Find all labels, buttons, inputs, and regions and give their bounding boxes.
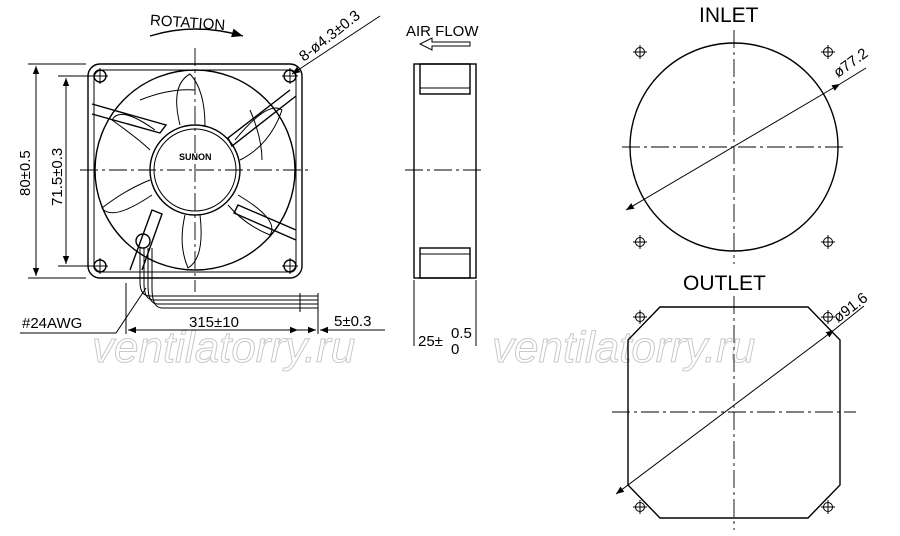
- inlet-title: INLET: [699, 4, 759, 27]
- wire-gauge-label: #24AWG: [22, 315, 82, 332]
- outlet-view: OUTLET ø91.6: [612, 272, 871, 530]
- dim-outer-label: 80±0.5: [17, 150, 34, 196]
- dim-lead-label: 315±10: [189, 314, 239, 331]
- fan-struts: [91, 89, 297, 271]
- inlet-view: INLET ø77.2: [622, 4, 871, 264]
- hole-spec-label: 8-ø4.3±0.3: [296, 7, 364, 65]
- hole-spec-leader: [291, 15, 381, 75]
- outlet-diameter-line: [615, 329, 835, 495]
- wire-grommet: [135, 233, 151, 249]
- fan-blades: [101, 73, 283, 269]
- dim-pitch-label: 71.5±0.3: [49, 148, 66, 206]
- rotation-label: ROTATION: [149, 12, 225, 34]
- watermark-right: ventilatorry.ru: [492, 323, 755, 372]
- mounting-holes: [92, 68, 298, 274]
- side-view: AIR FLOW 25± 0.5 0: [405, 23, 485, 358]
- front-view: ROTATION 8-ø4.3±0.3 SUNON: [17, 7, 385, 334]
- side-frame: [413, 63, 477, 279]
- depth-base-label: 25±: [418, 333, 443, 350]
- inlet-diameter-line: [625, 83, 841, 211]
- dim-strip-label: 5±0.3: [334, 313, 371, 330]
- outlet-holes: [633, 310, 835, 514]
- airflow-label: AIR FLOW: [406, 23, 479, 40]
- airflow-arrow: [418, 37, 471, 51]
- outlet-title: OUTLET: [683, 272, 766, 295]
- depth-lower-label: 0: [451, 341, 459, 358]
- inlet-holes: [633, 45, 835, 249]
- inlet-diameter-label: ø77.2: [830, 45, 871, 81]
- rotation-arrow: [149, 28, 244, 38]
- depth-upper-label: 0.5: [451, 325, 472, 342]
- outlet-diameter-label: ø91.6: [830, 290, 871, 327]
